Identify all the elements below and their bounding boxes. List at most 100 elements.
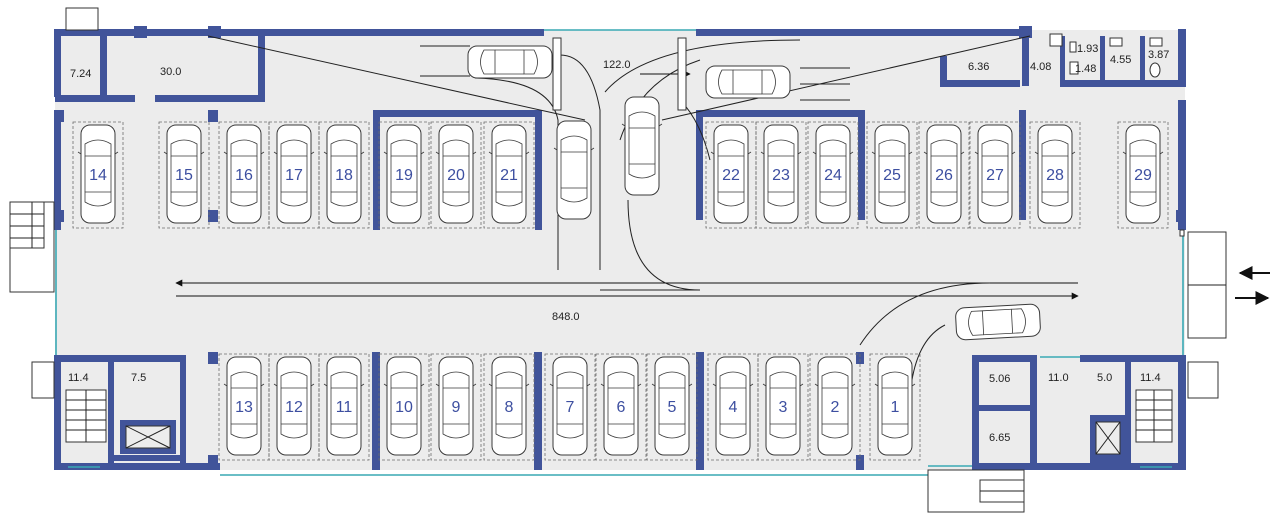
parking-space-number: 8 <box>505 399 514 416</box>
area-room-3-87: 3.87 <box>1148 49 1169 61</box>
parking-space-outline <box>378 121 430 229</box>
parking-space: 17 <box>268 121 320 229</box>
parking-space: 27 <box>969 121 1021 229</box>
parking-space-number: 2 <box>831 399 840 416</box>
parking-space-number: 17 <box>285 167 303 184</box>
parking-space-outline <box>595 353 647 461</box>
parking-space: 5 <box>646 353 698 461</box>
glazing <box>55 29 1184 476</box>
parking-space-number: 15 <box>175 167 193 184</box>
columns-top-row <box>54 110 1186 230</box>
parking-space: 12 <box>268 353 320 461</box>
parking-space: 29 <box>1117 121 1169 229</box>
parking-space: 13 <box>218 353 270 461</box>
area-stair-left: 11.4 <box>68 372 89 384</box>
parking-space: 28 <box>1029 121 1081 229</box>
bottom-right-core <box>972 355 1219 467</box>
parking-space: 23 <box>755 121 807 229</box>
area-parking-hall: 848.0 <box>552 311 580 323</box>
parking-space-number: 16 <box>235 167 253 184</box>
area-ramp-zone: 122.0 <box>603 59 631 71</box>
area-room-6-65: 6.65 <box>989 432 1010 444</box>
top-left-rooms <box>55 7 265 102</box>
parking-space-number: 22 <box>722 167 740 184</box>
parking-space: 2 <box>809 353 861 461</box>
parking-space-outline <box>705 121 757 229</box>
parking-space-outline <box>869 353 921 461</box>
area-room-4-08: 4.08 <box>1030 61 1051 73</box>
bottom-exterior-exit <box>927 469 1025 513</box>
parking-space-number: 24 <box>824 167 842 184</box>
area-room-5-06: 5.06 <box>989 373 1010 385</box>
columns-bottom-row <box>208 352 864 467</box>
parking-space-number: 28 <box>1046 167 1064 184</box>
parking-space: 16 <box>218 121 270 229</box>
parking-space-outline <box>430 353 482 461</box>
parking-space-number: 19 <box>395 167 413 184</box>
parking-space: 14 <box>72 121 124 229</box>
parking-space-number: 21 <box>500 167 518 184</box>
left-exterior-stair <box>9 201 55 293</box>
entry-ramp <box>1179 229 1227 339</box>
parking-space-number: 10 <box>395 399 413 416</box>
area-room-4-55: 4.55 <box>1110 54 1131 66</box>
parking-space: 10 <box>378 353 430 461</box>
parking-space-number: 20 <box>447 167 465 184</box>
parking-space: 20 <box>430 121 482 229</box>
parking-space-number: 29 <box>1134 167 1152 184</box>
area-room-5-0: 5.0 <box>1097 372 1112 384</box>
parking-space-outline <box>378 353 430 461</box>
area-room-11-0: 11.0 <box>1048 372 1069 384</box>
parking-space-outline <box>268 121 320 229</box>
parking-space: 15 <box>158 121 210 229</box>
parking-space: 11 <box>318 353 370 461</box>
parking-space-outline <box>318 121 370 229</box>
parking-row-top: 14 15 16 17 18 19 20 21 22 23 24 25 26 27 28 29 <box>72 121 1169 229</box>
parking-space-outline <box>218 353 270 461</box>
parking-space-outline <box>430 121 482 229</box>
parking-space: 18 <box>318 121 370 229</box>
area-wc-1-48: 1.48 <box>1075 63 1096 75</box>
parking-space-number: 7 <box>566 399 575 416</box>
parking-space: 9 <box>430 353 482 461</box>
parking-space: 8 <box>483 353 535 461</box>
parking-space-outline <box>218 121 270 229</box>
parking-space-outline <box>707 353 759 461</box>
parking-space-outline <box>807 121 859 229</box>
parking-space: 24 <box>807 121 859 229</box>
parking-space-outline <box>969 121 1021 229</box>
area-room-30: 30.0 <box>160 66 181 78</box>
parking-space-outline <box>483 121 535 229</box>
parking-space: 26 <box>918 121 970 229</box>
parking-space-number: 25 <box>883 167 901 184</box>
parking-space-outline <box>268 353 320 461</box>
parking-space-number: 5 <box>668 399 677 416</box>
parking-space-number: 14 <box>89 167 107 184</box>
parking-space: 25 <box>866 121 918 229</box>
parking-space-outline <box>1029 121 1081 229</box>
parking-space-outline <box>866 121 918 229</box>
top-right-rooms <box>940 33 1178 87</box>
parking-space: 1 <box>869 353 921 461</box>
parking-space-number: 12 <box>285 399 303 416</box>
parking-space: 6 <box>595 353 647 461</box>
parking-space-outline <box>483 353 535 461</box>
outer-walls <box>54 26 1186 470</box>
parking-space-number: 11 <box>336 399 353 416</box>
parking-space: 7 <box>544 353 596 461</box>
parking-space-outline <box>318 353 370 461</box>
area-storage-left: 7.24 <box>70 68 91 80</box>
area-stair-right: 11.4 <box>1140 372 1161 384</box>
parking-space-number: 26 <box>935 167 953 184</box>
parking-space-outline <box>158 121 210 229</box>
parking-space-number: 23 <box>772 167 790 184</box>
parking-space: 21 <box>483 121 535 229</box>
parking-space-number: 13 <box>235 399 253 416</box>
area-labels: 7.24 30.0 122.0 6.36 4.08 1.93 1.48 4.55… <box>68 43 1169 444</box>
parking-space-outline <box>72 121 124 229</box>
parking-space-outline <box>757 353 809 461</box>
area-wc-1-93: 1.93 <box>1077 43 1098 55</box>
parking-space-number: 1 <box>891 399 900 416</box>
parking-space-outline <box>809 353 861 461</box>
